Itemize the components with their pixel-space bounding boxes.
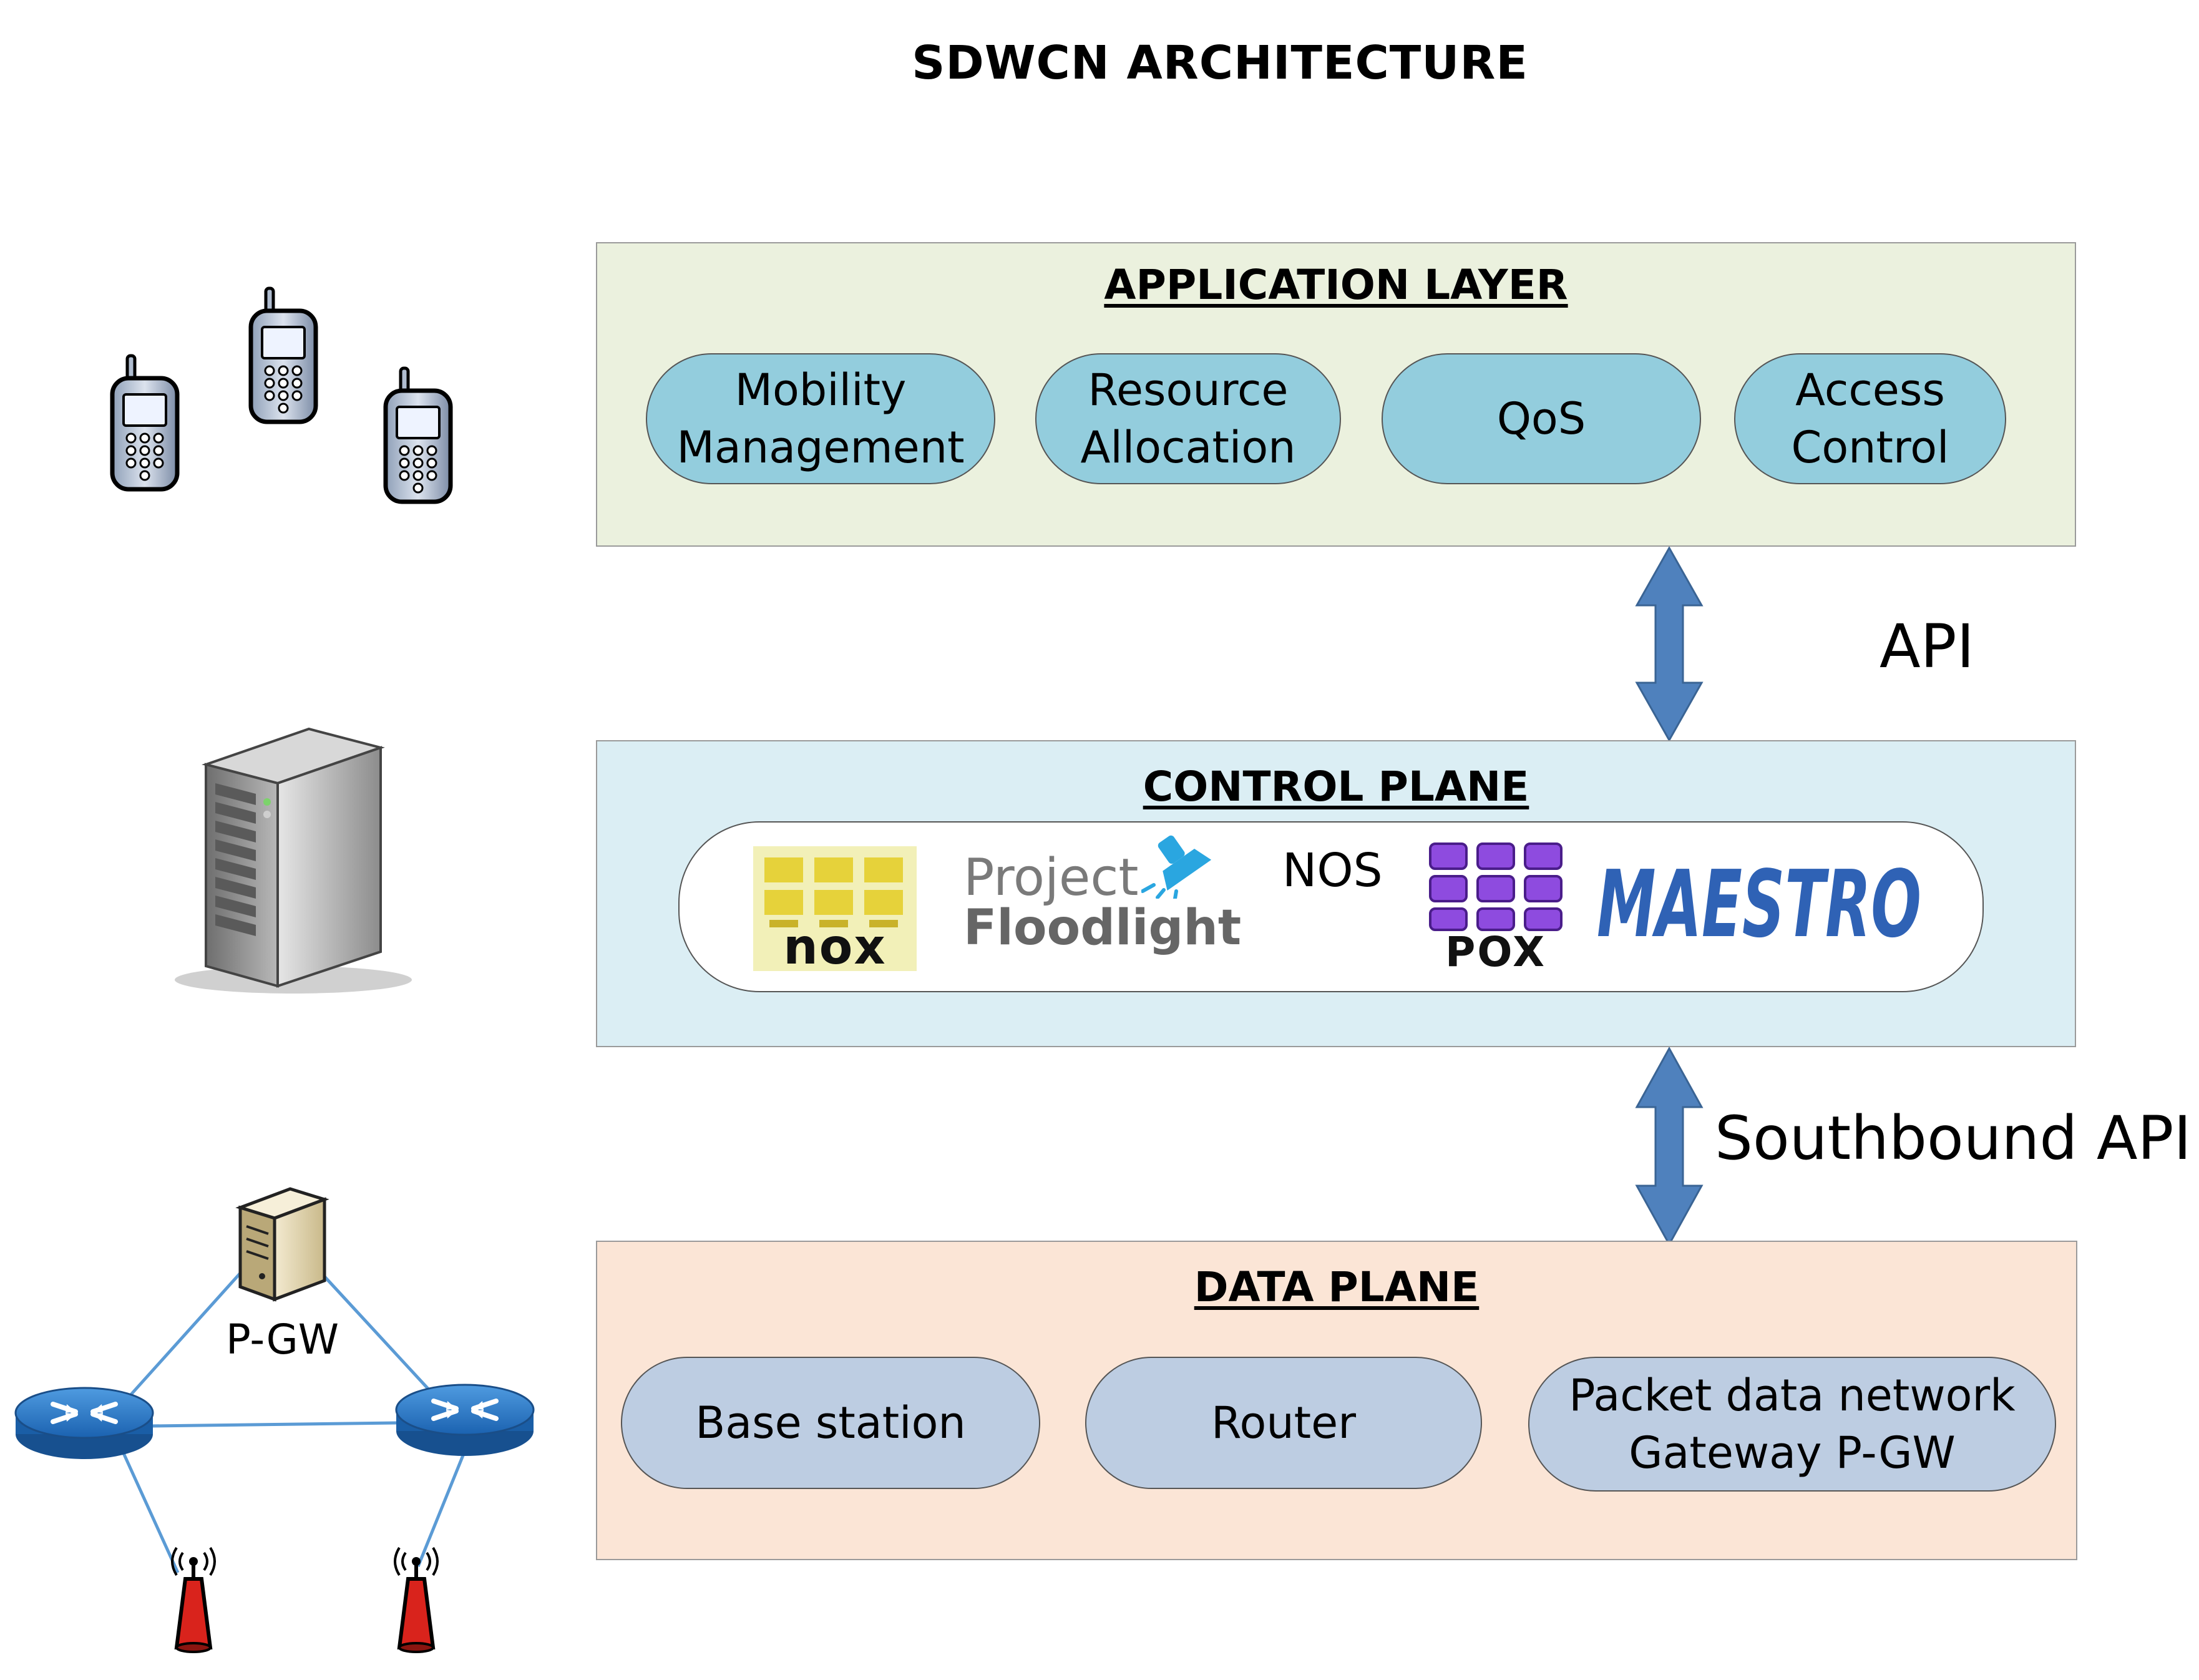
access-control-box: Access Control [1734,353,2006,484]
router-icon [396,1385,534,1456]
left-illustrations [0,0,624,1680]
nox-logo: nox [753,846,917,971]
pgw-box: Packet data network Gateway P-GW [1528,1357,2056,1492]
southbound-double-arrow-icon [1635,1047,1704,1246]
diagram-title: SDWCN ARCHITECTURE [912,36,1528,90]
application-layer-title: APPLICATION LAYER [1104,261,1568,309]
network-links [114,1272,473,1574]
nos-label: NOS [1282,844,1383,897]
floodlight-lamp-icon [1141,835,1212,899]
pox-logo: POX [1429,842,1563,971]
mobile-phone-icon [386,368,451,502]
antenna-icon [172,1548,215,1652]
data-plane: DATA PLANE Base station Router Packet da… [596,1241,2077,1560]
mobile-phone-icon [251,288,316,422]
control-plane-title: CONTROL PLANE [1143,763,1529,811]
api-label: API [1880,612,1974,681]
base-station-box: Base station [621,1357,1040,1489]
svg-text:nox: nox [783,919,886,971]
router-box: Router [1085,1357,1482,1489]
floodlight-logo-top: Project [963,848,1139,907]
control-plane: CONTROL PLANE nox Project Floodlight [596,740,2076,1047]
southbound-api-label: Southbound API [1715,1103,2192,1173]
svg-text:POX: POX [1445,928,1546,971]
svg-text:MAESTRO: MAESTRO [1597,851,1921,958]
mobile-phone-icon [112,356,177,489]
antenna-icon [395,1548,437,1652]
floodlight-logo-bottom: Floodlight [963,900,1242,956]
resource-allocation-box: Resource Allocation [1035,353,1341,484]
mobility-management-box: Mobility Management [646,353,995,484]
pgw-label: P-GW [226,1316,339,1364]
nos-container: nox Project Floodlight NOS POX [678,821,1984,992]
pgw-server-icon [235,1187,329,1302]
maestro-logo: MAESTRO [1597,851,1921,958]
qos-box: QoS [1382,353,1701,484]
api-double-arrow-icon [1635,547,1704,741]
server-tower-icon [175,727,412,994]
application-layer: APPLICATION LAYER Mobility Management Re… [596,242,2076,547]
router-icon [16,1388,153,1459]
data-plane-title: DATA PLANE [1194,1263,1480,1311]
